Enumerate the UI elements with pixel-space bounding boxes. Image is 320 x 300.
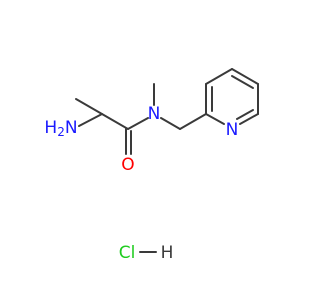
- chlorine-label: Cl: [119, 243, 136, 263]
- molecule-diagram: H2N O N N Cl H: [44, 68, 259, 263]
- atom-labels: H2N O N N Cl H: [44, 104, 238, 263]
- bond-ring-c6-n: [239, 113, 259, 125]
- bond-methyl-alpha: [75, 98, 103, 115]
- bond-amide-n-ch2: [160, 117, 181, 130]
- bond-alpha-amine: [78, 113, 103, 127]
- hydrogen-label: H: [161, 243, 174, 263]
- bond-carbonyl-amide-n: [127, 117, 149, 130]
- pyridine-nitrogen-label: N: [226, 120, 239, 140]
- carbonyl-oxygen-label: O: [121, 155, 134, 175]
- bond-ring-c4-c5: [231, 68, 259, 85]
- bond-ring-c3-c4: [205, 68, 233, 85]
- bond-ch2-pyridine: [179, 113, 207, 130]
- bonds: [75, 68, 259, 253]
- amine-label: H2N: [44, 118, 77, 139]
- bond-ring-c4-c5-inner: [231, 75, 254, 89]
- bond-ring-c6-n-inner: [236, 109, 254, 120]
- structure-drawing: H2N O N N Cl H: [44, 68, 259, 263]
- bond-alpha-carbonyl: [101, 113, 129, 130]
- amide-nitrogen-label: N: [148, 104, 161, 124]
- bond-ring-n-c2: [205, 113, 225, 125]
